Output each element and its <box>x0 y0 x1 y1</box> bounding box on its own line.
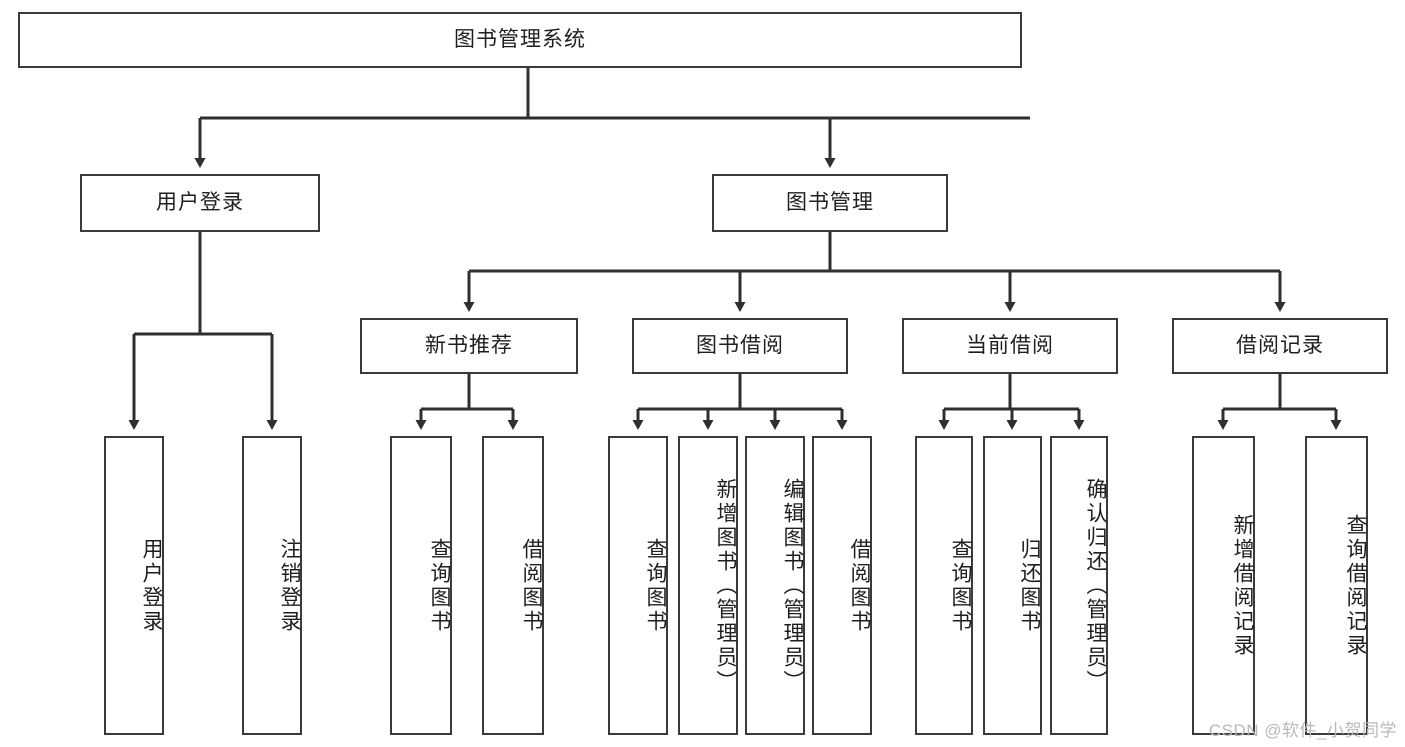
node-leaf-user-login[interactable]: 用户登录 <box>104 436 164 735</box>
node-current-borrow-label: 当前借阅 <box>966 334 1054 358</box>
node-book-borrow-label: 图书借阅 <box>696 334 784 358</box>
node-leaf-query-borrow-record[interactable]: 查询借阅记录 <box>1305 436 1368 735</box>
node-leaf-edit-book-admin-label: 编辑图书（管理员） <box>781 477 804 694</box>
node-book-borrow[interactable]: 图书借阅 <box>632 318 848 374</box>
node-leaf-add-borrow-record[interactable]: 新增借阅记录 <box>1192 436 1255 735</box>
node-leaf-borrow-book-rec-label: 借阅图书 <box>520 537 543 634</box>
node-leaf-query-book-borrow-label: 查询图书 <box>644 537 667 634</box>
node-leaf-add-book-admin-label: 新增图书（管理员） <box>714 477 737 694</box>
node-leaf-query-borrow-record-label: 查询借阅记录 <box>1344 513 1367 658</box>
node-current-borrow[interactable]: 当前借阅 <box>902 318 1118 374</box>
node-leaf-return-book[interactable]: 归还图书 <box>983 436 1042 735</box>
node-user-login-label: 用户登录 <box>156 191 244 215</box>
node-leaf-return-book-label: 归还图书 <box>1018 537 1041 634</box>
node-leaf-borrow-book-label: 借阅图书 <box>848 537 871 634</box>
node-leaf-query-book-rec-label: 查询图书 <box>428 537 451 634</box>
node-book-manage-label: 图书管理 <box>786 191 874 215</box>
node-borrow-record-label: 借阅记录 <box>1236 334 1324 358</box>
node-leaf-confirm-return-admin[interactable]: 确认归还（管理员） <box>1050 436 1108 735</box>
node-new-book-recommend[interactable]: 新书推荐 <box>360 318 578 374</box>
node-leaf-add-book-admin[interactable]: 新增图书（管理员） <box>678 436 738 735</box>
node-leaf-user-logout-label: 注销登录 <box>278 537 301 634</box>
node-leaf-add-borrow-record-label: 新增借阅记录 <box>1231 513 1254 658</box>
node-leaf-edit-book-admin[interactable]: 编辑图书（管理员） <box>745 436 805 735</box>
node-leaf-borrow-book[interactable]: 借阅图书 <box>812 436 872 735</box>
watermark: CSDN @软件_小贺同学 <box>1208 721 1397 740</box>
node-book-manage[interactable]: 图书管理 <box>712 174 948 232</box>
node-user-login[interactable]: 用户登录 <box>80 174 320 232</box>
node-leaf-user-logout[interactable]: 注销登录 <box>242 436 302 735</box>
node-root[interactable]: 图书管理系统 <box>18 12 1022 68</box>
node-leaf-user-login-label: 用户登录 <box>140 537 163 634</box>
node-leaf-query-book-rec[interactable]: 查询图书 <box>390 436 452 735</box>
node-borrow-record[interactable]: 借阅记录 <box>1172 318 1388 374</box>
node-new-book-recommend-label: 新书推荐 <box>425 334 513 358</box>
node-leaf-borrow-book-rec[interactable]: 借阅图书 <box>482 436 544 735</box>
node-root-label: 图书管理系统 <box>454 28 586 52</box>
node-leaf-query-book-cur[interactable]: 查询图书 <box>915 436 973 735</box>
node-leaf-query-book-borrow[interactable]: 查询图书 <box>608 436 668 735</box>
node-leaf-query-book-cur-label: 查询图书 <box>949 537 972 634</box>
node-leaf-confirm-return-admin-label: 确认归还（管理员） <box>1084 477 1107 694</box>
